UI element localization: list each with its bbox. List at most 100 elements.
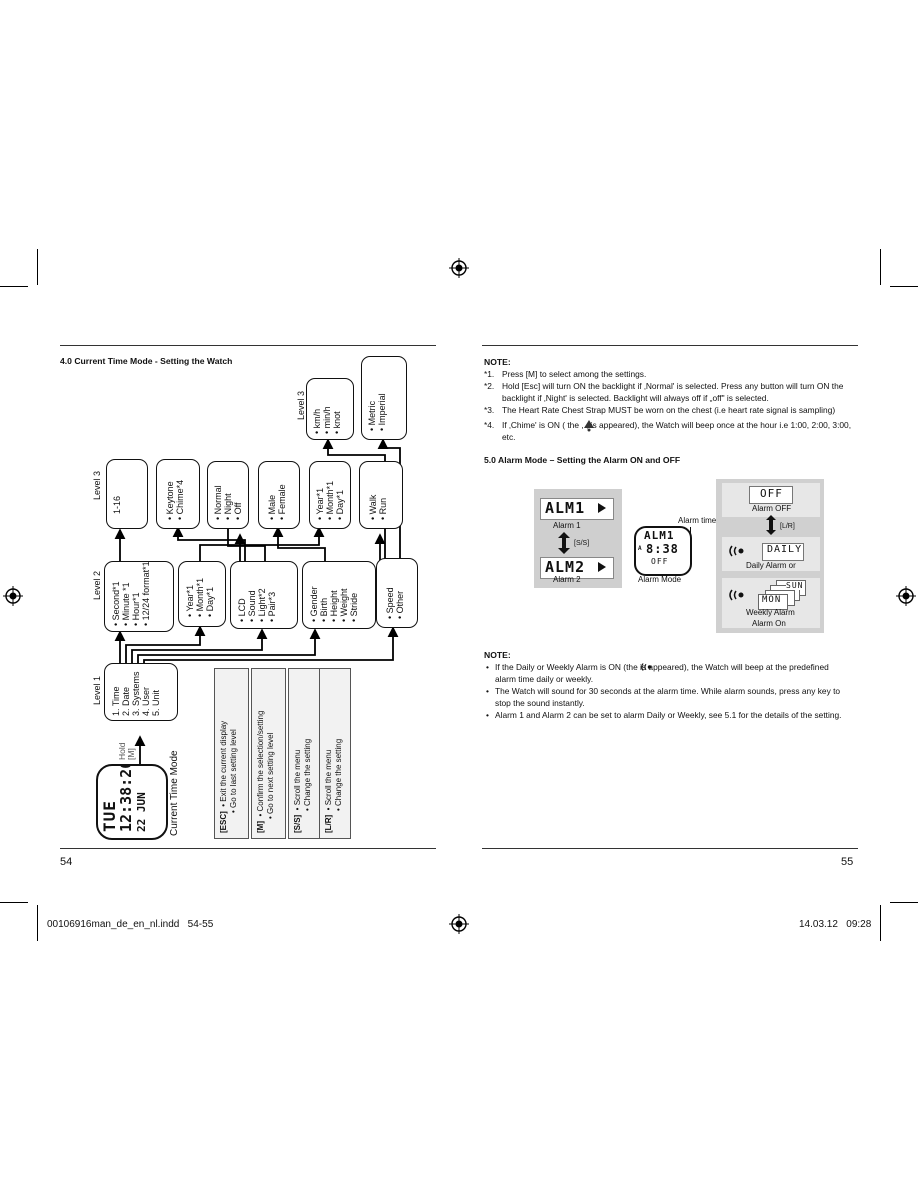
- bullet-text: The Watch will sound for 30 seconds at t…: [495, 686, 841, 708]
- level2-box-systems: • LCD• Sound• Light*2• Pair*3: [230, 561, 298, 629]
- updown-arrow-icon: [766, 515, 776, 535]
- updown-arrow-icon: [558, 532, 570, 554]
- level2-box-unit: • Speed• Other: [376, 558, 418, 628]
- note-title: NOTE:: [484, 357, 511, 367]
- daily-label: Daily Alarm or: [746, 561, 796, 570]
- crop-mark: [0, 902, 28, 903]
- note2-title: NOTE:: [484, 650, 511, 660]
- level-2-label: Level 2: [92, 570, 102, 600]
- alarm-on-label: Alarm On: [752, 619, 786, 628]
- note-mark: *3.: [484, 405, 495, 415]
- weekly-label: Weekly Alarm: [746, 608, 795, 617]
- alarm-bell-icon: [641, 663, 652, 671]
- registration-mark-icon: [3, 586, 23, 606]
- alm1-text: ALM1: [545, 499, 586, 517]
- watch-date: 22 JUN: [135, 792, 148, 832]
- bullet-mark: •: [486, 662, 489, 672]
- section-title: 5.0 Alarm Mode – Setting the Alarm ON an…: [484, 455, 681, 465]
- watch-time-text: 8:38: [646, 542, 679, 556]
- level3-box-birth-date: • Year*1• Month*1• Day*1: [309, 461, 351, 529]
- level2-box-time: • Second*1• Minute *1• Hour*1• 12/24 for…: [104, 561, 174, 632]
- legend-ss: [S/S] • Scroll the menu• Change the sett…: [288, 668, 323, 839]
- timestamp-slug: 14.03.12 09:28: [799, 919, 872, 930]
- level-1-label: Level 1: [92, 675, 102, 705]
- crop-mark: [880, 905, 881, 941]
- level3-box-gender: • Male• Female: [258, 461, 300, 529]
- alarm-time-pointer: [690, 527, 691, 545]
- alarm-bell-icon: [729, 589, 744, 601]
- watch-time: 12:38:20: [117, 764, 135, 832]
- alm2-display: [540, 557, 614, 579]
- note-mark: *4.: [484, 420, 495, 430]
- mon-lcd: [758, 594, 788, 610]
- ss-key-label: [S/S]: [574, 540, 590, 547]
- alarm-mode-label: Alarm Mode: [638, 575, 682, 584]
- play-arrow-icon: [598, 562, 606, 572]
- top-rule: [60, 345, 436, 346]
- registration-mark-icon: [896, 586, 916, 606]
- hold-label: Hold[M]: [117, 742, 136, 760]
- note-text: Press [M] to select among the settings.: [502, 369, 647, 379]
- daily-lcd: [762, 543, 804, 561]
- off-lcd: [749, 486, 793, 504]
- level-3-top-label: Level 3: [296, 390, 306, 420]
- page-title: 4.0 Current Time Mode - Setting the Watc…: [60, 356, 233, 366]
- watch-alm-text: ALM1: [644, 529, 675, 542]
- daily-text: DAILY: [767, 544, 803, 555]
- note-text: Hold [Esc] will turn ON the backlight if…: [502, 381, 844, 403]
- alm1-display: [540, 498, 614, 520]
- crop-mark: [0, 286, 28, 287]
- alarm-watch-display: [634, 526, 692, 576]
- alarm-off-label: Alarm OFF: [752, 504, 792, 513]
- level2-box-date: • Year*1• Month*1• Day*1: [178, 561, 226, 627]
- level3-box-stride: • Walk• Run: [359, 461, 403, 529]
- level2-box-user: • Gender• Birth• Height• Weight• Stride: [302, 561, 376, 629]
- watch-a-text: A: [638, 545, 643, 552]
- mon-text: MON: [762, 595, 782, 605]
- bottom-rule: [60, 848, 436, 849]
- watch-off-text: OFF: [651, 557, 669, 566]
- level3-box-light: • Normal• Night• Off: [207, 461, 249, 529]
- alarm-time-label: Alarm time: [678, 516, 717, 525]
- legend-esc: [ESC] • Exit the current display• Go to …: [214, 668, 249, 839]
- off-text: OFF: [760, 487, 783, 500]
- level3-box-speed-units: • km/h• min/h• knot: [306, 378, 354, 440]
- level3-box-unit-system: • Metric• Imperial: [361, 356, 407, 440]
- page-number-right: 55: [841, 856, 854, 868]
- note-text: The Heart Rate Chest Strap MUST be worn …: [502, 405, 836, 415]
- bottom-rule: [482, 848, 858, 849]
- note-text: If ‚Chime' is ON ( the , , is appeared),…: [502, 420, 852, 442]
- alarm-bell-icon: [729, 545, 744, 557]
- crop-mark: [37, 249, 38, 285]
- watch-display: TUE 12:38:20 22 JUN: [96, 764, 168, 840]
- current-time-mode-label: Current Time Mode: [169, 750, 180, 836]
- crop-mark: [890, 902, 918, 903]
- bullet-text: Alarm 1 and Alarm 2 can be set to alarm …: [495, 710, 842, 720]
- note-mark: *2.: [484, 381, 495, 391]
- lr-key-label: [L/R]: [780, 523, 795, 530]
- sun-text: SUN: [786, 581, 804, 590]
- level-3-label: Level 3: [92, 470, 102, 500]
- alarm2-label: Alarm 2: [553, 575, 581, 584]
- watch-day: TUE: [100, 800, 119, 832]
- play-arrow-icon: [598, 503, 606, 513]
- bullet-mark: •: [486, 710, 489, 720]
- level3-box-range: 1-16: [106, 459, 148, 529]
- bullet-mark: •: [486, 686, 489, 696]
- crop-mark: [37, 905, 38, 941]
- crop-mark: [890, 286, 918, 287]
- bullet-text: If the Daily or Weekly Alarm is ON (the …: [495, 662, 829, 684]
- file-slug: 00106916man_de_en_nl.indd 54-55: [47, 919, 214, 930]
- alarm1-label: Alarm 1: [553, 521, 581, 530]
- crop-mark: [880, 249, 881, 285]
- legend-lr: [L/R] • Scroll the menu• Change the sett…: [319, 668, 351, 839]
- alm2-text: ALM2: [545, 558, 586, 576]
- legend-m: [M] • Confirm the selection/setting• Go …: [251, 668, 286, 839]
- chime-icon: [584, 420, 594, 432]
- registration-mark-icon: [449, 258, 469, 278]
- page-number-left: 54: [60, 856, 73, 868]
- level3-box-sound: • Keytone• Chime*4: [156, 459, 200, 529]
- top-rule: [482, 345, 858, 346]
- registration-mark-icon: [449, 914, 469, 934]
